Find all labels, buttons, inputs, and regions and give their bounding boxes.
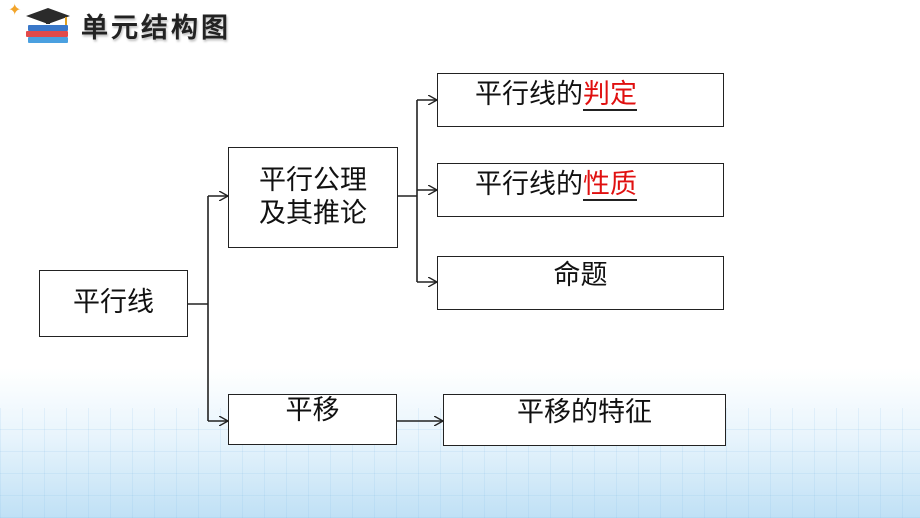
node-parallel-judgement-emphasis: 判定	[583, 79, 637, 110]
node-proposition: 命题	[437, 256, 724, 310]
node-translation-label: 平移	[285, 395, 340, 426]
books-graduation-cap-icon	[26, 8, 70, 43]
node-parallel-judgement-prefix: 平行线的	[475, 79, 583, 110]
slide-header: ✦ 单元结构图	[8, 0, 308, 46]
node-proposition-label: 命题	[553, 260, 608, 291]
node-translation-feature: 平移的特征	[443, 394, 726, 446]
node-parallel-axiom: 平行公理 及其推论	[228, 147, 398, 248]
node-parallel-judgement: 平行线的判定	[437, 73, 724, 127]
node-parallel-axiom-line2: 及其推论	[259, 197, 367, 229]
node-parallel-properties-prefix: 平行线的	[475, 169, 583, 200]
node-parallel-lines: 平行线	[39, 270, 188, 337]
node-parallel-properties-emphasis: 性质	[583, 169, 637, 200]
node-parallel-lines-label: 平行线	[73, 287, 154, 319]
sparkle-icon: ✦	[8, 0, 22, 19]
node-translation: 平移	[228, 394, 397, 445]
node-parallel-properties: 平行线的性质	[437, 163, 724, 217]
slide-title: 单元结构图	[81, 13, 231, 44]
node-translation-feature-label: 平移的特征	[517, 397, 652, 428]
node-parallel-axiom-line1: 平行公理	[259, 165, 367, 197]
